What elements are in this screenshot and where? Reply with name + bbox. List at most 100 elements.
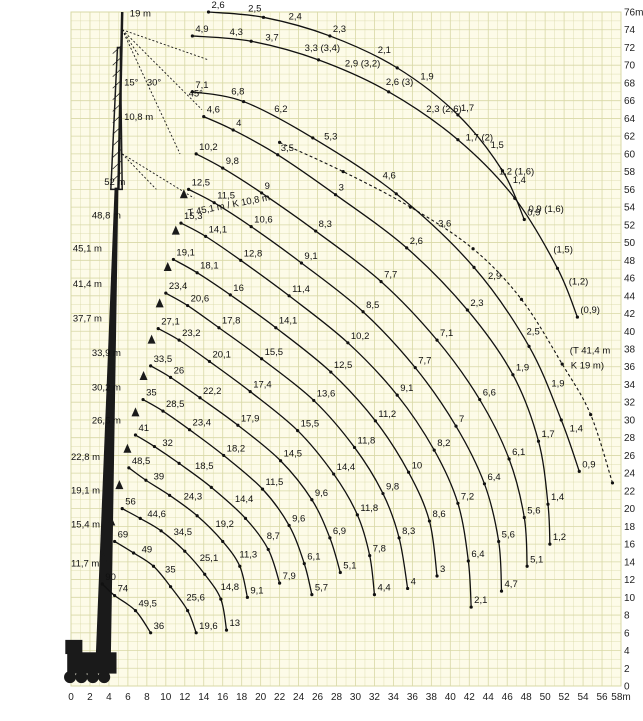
curve-point bbox=[171, 257, 176, 262]
jib-annotation: 15° bbox=[124, 78, 139, 89]
curve-point bbox=[352, 445, 357, 450]
curve-point bbox=[168, 493, 172, 497]
curve-point bbox=[310, 498, 314, 502]
curve-point bbox=[149, 631, 153, 635]
capacity-label: 12,5 bbox=[334, 360, 353, 371]
curve-point bbox=[395, 66, 399, 70]
x-tick-label: 32 bbox=[369, 692, 381, 703]
lattice-brace bbox=[112, 56, 122, 66]
x-tick-label: 58m bbox=[611, 692, 630, 703]
radius-curve bbox=[195, 153, 528, 567]
curve-point bbox=[312, 398, 316, 403]
y-tick-label: 64 bbox=[624, 114, 636, 125]
curve-point bbox=[395, 393, 399, 397]
curve-point bbox=[100, 582, 104, 586]
capacity-label: 3,7 bbox=[265, 32, 278, 43]
y-tick-label: 10 bbox=[624, 593, 636, 604]
x-tick-label: 46 bbox=[502, 692, 514, 703]
curve-point bbox=[133, 609, 138, 613]
curve-point bbox=[198, 396, 202, 400]
capacity-label: 9,1 bbox=[250, 585, 263, 596]
capacity-label: 14,8 bbox=[221, 582, 240, 593]
y-tick-label: 46 bbox=[624, 274, 636, 285]
capacity-label: 19,6 bbox=[199, 621, 218, 632]
boom-length-label: 33,9 m bbox=[92, 348, 121, 359]
capacity-label: 2,9 bbox=[488, 271, 501, 282]
curve-point bbox=[372, 593, 377, 597]
curve-point bbox=[560, 362, 564, 366]
capacity-label: 18,1 bbox=[200, 261, 219, 272]
curve-point bbox=[368, 554, 372, 558]
capacity-label: 11,4 bbox=[292, 284, 310, 295]
curve-point bbox=[394, 192, 398, 196]
capacity-label: 44,6 bbox=[147, 509, 166, 520]
curve-point bbox=[500, 169, 505, 173]
curve-point bbox=[472, 265, 476, 270]
y-tick-label: 60 bbox=[624, 149, 636, 160]
capacity-label: 1,7 (2) bbox=[466, 133, 493, 144]
y-tick-label: 76m bbox=[624, 8, 643, 19]
y-tick-label: 12 bbox=[624, 575, 636, 586]
y-tick-label: 2 bbox=[624, 664, 630, 675]
curve-point bbox=[341, 170, 345, 174]
y-tick-label: 28 bbox=[624, 433, 636, 444]
boom-length-label: 52 m bbox=[104, 177, 125, 188]
capacity-label: 7,2 bbox=[461, 491, 474, 502]
capacity-label: 9,8 bbox=[386, 482, 399, 493]
curve-point bbox=[202, 115, 206, 119]
carrier-cab bbox=[65, 639, 83, 655]
curve-point bbox=[245, 595, 249, 599]
boom-length-label: 30,2 m bbox=[92, 383, 121, 394]
capacity-label: 0,9 bbox=[582, 459, 595, 470]
curve-point bbox=[249, 39, 253, 43]
capacity-label: 2,3 bbox=[470, 298, 483, 309]
capacity-label: 39 bbox=[154, 471, 165, 482]
curve-point bbox=[144, 478, 148, 482]
capacity-label: 41 bbox=[138, 423, 149, 434]
y-tick-label: 22 bbox=[624, 486, 636, 497]
capacity-label: 16 bbox=[233, 283, 244, 294]
capacity-label: 48,5 bbox=[132, 456, 151, 467]
curve-point bbox=[525, 564, 529, 568]
radius-curve bbox=[203, 116, 551, 545]
curve-point bbox=[120, 507, 124, 511]
capacity-label: 4 bbox=[411, 576, 416, 587]
curve-point bbox=[243, 516, 248, 520]
curve-point bbox=[219, 597, 223, 601]
capacity-label: 19,1 bbox=[176, 247, 195, 258]
boom-section-arrow bbox=[115, 480, 124, 490]
boom-length-label: 19,1 m bbox=[71, 486, 100, 497]
capacity-label: 8,3 bbox=[402, 526, 415, 537]
capacity-label: 7,8 bbox=[373, 544, 386, 555]
radius-curve bbox=[114, 540, 197, 634]
y-tick-label: 32 bbox=[624, 398, 636, 409]
boom-section-arrow bbox=[147, 334, 156, 344]
curve-point bbox=[164, 291, 168, 295]
capacity-label: 11,3 bbox=[239, 549, 257, 560]
y-tick-label: 24 bbox=[624, 469, 636, 480]
capacity-label: 1,5 bbox=[491, 140, 504, 151]
curve-point bbox=[427, 519, 432, 523]
curve-point bbox=[456, 138, 460, 142]
capacity-label: 9,1 bbox=[400, 383, 413, 394]
capacity-label: 11,5 bbox=[266, 477, 284, 488]
curve-point bbox=[314, 229, 318, 233]
capacity-label: 14,4 bbox=[235, 494, 254, 505]
curve-point bbox=[381, 491, 385, 496]
x-tick-label: 42 bbox=[464, 692, 476, 703]
radius-curve bbox=[142, 398, 313, 595]
curve-point bbox=[482, 482, 487, 486]
curve-point bbox=[274, 326, 278, 330]
y-tick-label: 4 bbox=[624, 646, 630, 657]
chart-grid bbox=[70, 11, 622, 687]
curve-point bbox=[332, 472, 336, 476]
y-tick-label: 58 bbox=[624, 167, 636, 178]
y-tick-label: 36 bbox=[624, 362, 636, 373]
curve-point bbox=[194, 631, 198, 635]
curve-point bbox=[149, 364, 153, 368]
curve-point bbox=[310, 593, 314, 597]
curve-point bbox=[577, 469, 581, 473]
capacity-label: 25,1 bbox=[200, 553, 219, 564]
curve-point bbox=[406, 470, 411, 474]
capacity-label: 25,6 bbox=[186, 593, 205, 604]
